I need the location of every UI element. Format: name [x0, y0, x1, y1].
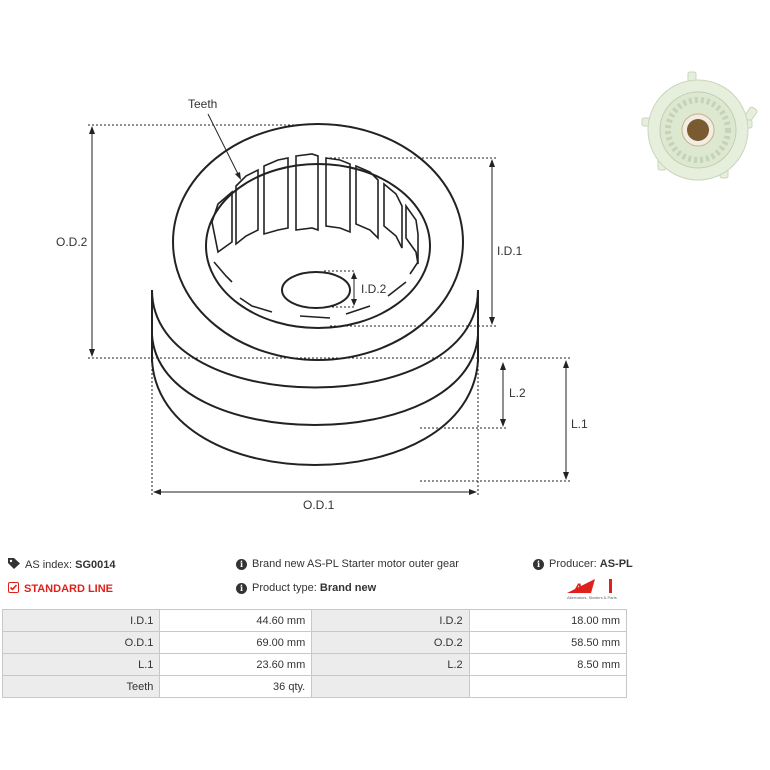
label-teeth: Teeth	[188, 97, 217, 111]
spec-value: 69.00 mm	[159, 631, 313, 654]
spec-label	[311, 675, 470, 698]
info-icon: i	[236, 582, 247, 594]
label-od1: O.D.1	[303, 498, 335, 512]
label-id2: I.D.2	[361, 282, 387, 296]
spec-value: 58.50 mm	[468, 631, 628, 654]
spec-value: 44.60 mm	[159, 609, 313, 632]
as-index-value: SG0014	[75, 559, 116, 571]
description: i Brand new AS-PL Starter motor outer ge…	[236, 558, 459, 570]
label-l2: L.2	[509, 386, 526, 400]
spec-value	[468, 675, 628, 698]
as-index: AS index: SG0014	[8, 558, 116, 572]
label-l1: L.1	[571, 417, 588, 431]
product-type: i Product type: Brand new	[236, 582, 376, 594]
spec-value: 23.60 mm	[159, 653, 313, 676]
label-id1: I.D.1	[497, 244, 523, 258]
gear-lower-body-bottom	[151, 359, 479, 466]
spec-label: I.D.2	[311, 609, 470, 632]
description-text: Brand new AS-PL Starter motor outer gear	[252, 558, 459, 570]
producer-value: AS-PL	[599, 558, 633, 570]
as-pl-logo: AS	[567, 579, 612, 596]
spec-label: O.D.1	[1, 631, 161, 654]
spec-label: L.1	[1, 653, 161, 676]
info-icon: i	[533, 558, 544, 570]
label-od2: O.D.2	[56, 235, 88, 249]
spec-value: 8.50 mm	[468, 653, 628, 676]
spec-label: L.2	[311, 653, 470, 676]
as-index-label: AS index:	[25, 559, 73, 571]
producer-label: Producer:	[549, 558, 597, 570]
product-type-label: Product type:	[252, 582, 317, 594]
checkbox-icon	[8, 582, 19, 596]
gear-hub-hole	[281, 271, 351, 309]
spec-label: O.D.2	[311, 631, 470, 654]
producer: i Producer: AS-PL	[533, 558, 633, 570]
spec-value: 36 qty.	[159, 675, 313, 698]
tag-icon	[8, 558, 20, 572]
spec-label: I.D.1	[1, 609, 161, 632]
standard-line-label: STANDARD LINE	[24, 583, 114, 595]
info-icon: i	[236, 558, 247, 570]
standard-line: STANDARD LINE	[8, 582, 113, 596]
spec-value: 18.00 mm	[468, 609, 628, 632]
logo-subtext: Alternators, Starters & Parts	[567, 595, 617, 600]
spec-label: Teeth	[1, 675, 161, 698]
svg-text:AS: AS	[572, 580, 593, 596]
gear-teeth	[211, 153, 419, 319]
gear-lower-body	[151, 289, 479, 389]
product-type-value: Brand new	[319, 582, 377, 594]
product-photo	[641, 71, 758, 181]
technical-drawing: Teeth O.D.2 I.D.1 I.D.2 L.2 L.1 O.D.1	[56, 71, 758, 512]
